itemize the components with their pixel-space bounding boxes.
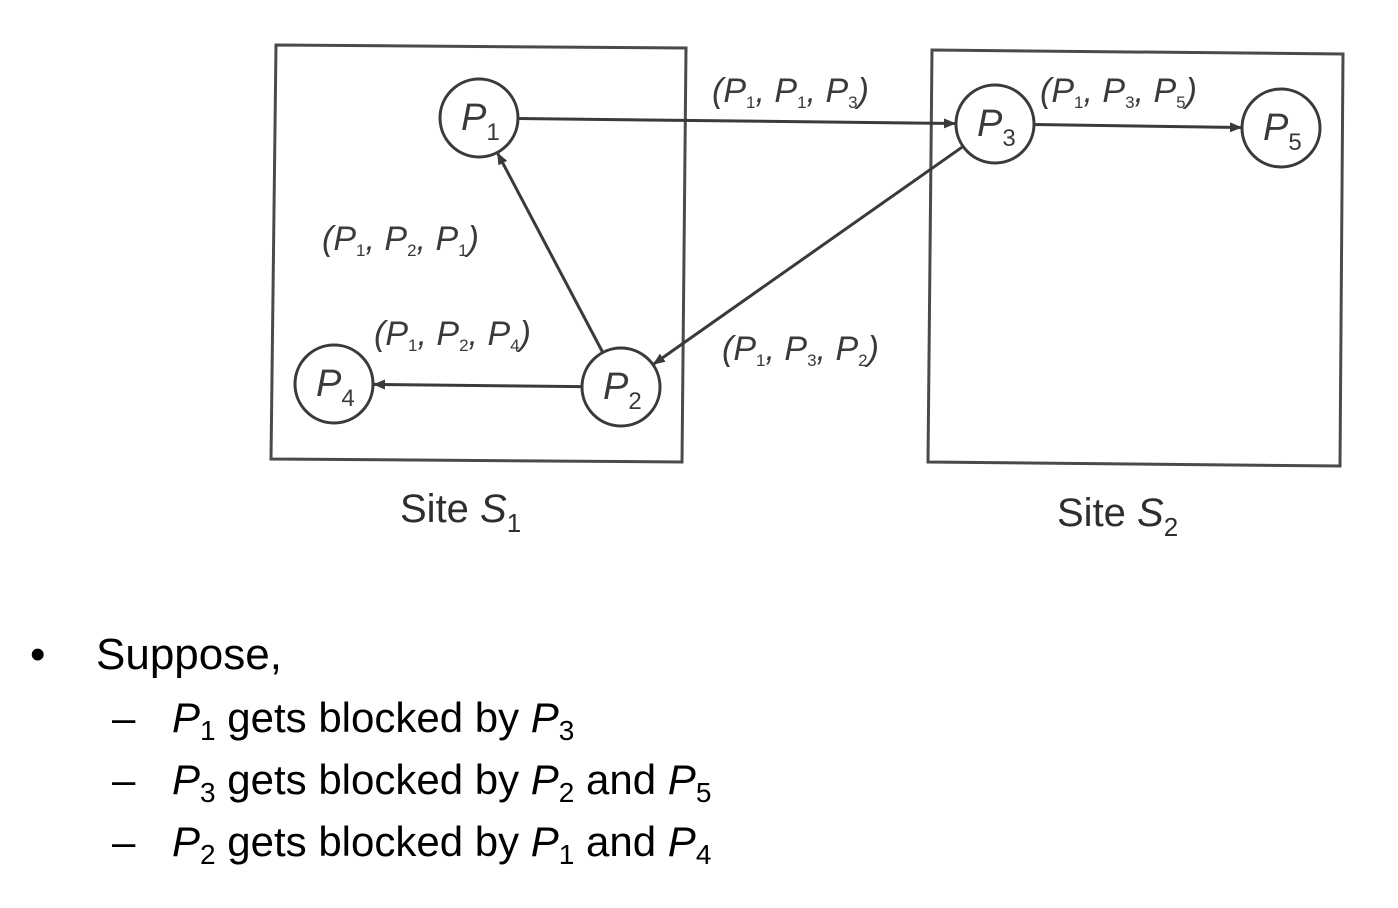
blocking-process: P3 (530, 694, 575, 746)
conjunction-text: and (574, 756, 668, 803)
site-box-s1 (269, 43, 688, 464)
edge-P1-P3 (517, 116, 957, 129)
blocking-process: P1 (530, 818, 575, 870)
process-node-label: P4 (316, 363, 355, 412)
blocking-process: P2 (530, 756, 575, 808)
process-node-label: P5 (1263, 107, 1302, 156)
blocking-process: P4 (667, 818, 712, 870)
blocking-item: –P2 gets blocked by P1 and P4 (112, 814, 711, 883)
process-node-circle (1240, 87, 1322, 169)
blocking-item: –P1 gets blocked by P3 (112, 690, 574, 759)
process-node-circle (293, 343, 375, 425)
blocking-text: gets blocked by (215, 694, 531, 741)
blocked-process: P2 (172, 818, 216, 870)
blocked-process: P1 (172, 694, 216, 746)
process-node-circle (438, 77, 520, 159)
conjunction-text: and (574, 818, 668, 865)
blocking-item: –P3 gets blocked by P2 and P5 (112, 752, 711, 821)
process-node-p4: P4 (293, 343, 375, 425)
edge-label-P1-P3: (P1, P1, P3) (712, 72, 869, 112)
site-label-s2: Site S2 (1057, 491, 1178, 542)
edge-P2-P4 (372, 379, 583, 390)
edge-P2-P1 (496, 152, 605, 354)
process-node-p3: P3 (954, 83, 1036, 165)
dash-symbol: – (112, 756, 136, 803)
blocking-text: gets blocked by (215, 756, 531, 803)
process-node-circle (954, 83, 1036, 165)
bullet-heading: • Suppose, (30, 625, 282, 685)
edge-label-P3-P2: (P1, P3, P2) (722, 330, 879, 370)
blocked-process: P3 (172, 756, 216, 808)
process-node-label: P2 (603, 366, 642, 415)
process-node-p1: P1 (438, 77, 520, 159)
edge-label-P2-P1: (P1, P2, P1) (322, 220, 479, 260)
process-node-p5: P5 (1240, 87, 1322, 169)
process-node-p2: P2 (580, 346, 662, 428)
site-label-s1: Site S1 (400, 487, 521, 538)
edge-P3-P5 (1033, 122, 1243, 133)
edge-P3-P2 (652, 145, 964, 366)
site-box-s2 (926, 48, 1345, 468)
blocking-text: gets blocked by (215, 818, 531, 865)
process-node-label: P3 (977, 103, 1016, 152)
blocking-process: P5 (667, 756, 712, 808)
bullet-heading-text: Suppose, (96, 630, 282, 679)
process-node-label: P1 (461, 97, 500, 146)
dash-symbol: – (112, 818, 136, 865)
edge-label-P2-P4: (P1, P2, P4) (374, 315, 531, 355)
edge-label-P3-P5: (P1, P3, P5) (1040, 72, 1197, 112)
bullet-symbol: • (30, 630, 46, 679)
process-node-circle (580, 346, 662, 428)
dash-symbol: – (112, 694, 136, 741)
